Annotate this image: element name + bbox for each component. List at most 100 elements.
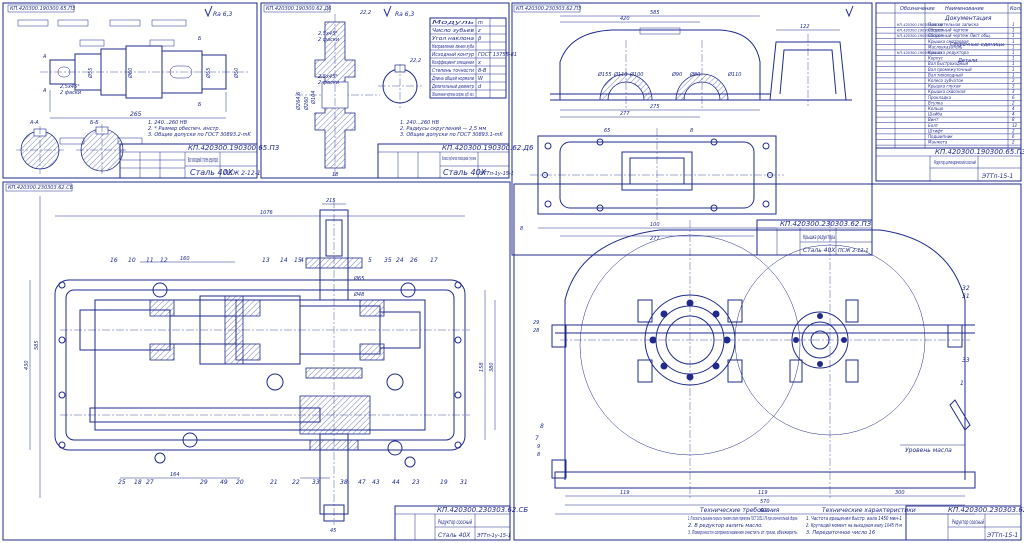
position-callout: 19 (440, 479, 448, 486)
spec-row-qty: 2 (1012, 128, 1015, 133)
param-symbol: W (478, 76, 484, 82)
svg-text:585: 585 (650, 10, 660, 16)
position-callout: 44 (392, 479, 400, 486)
spec-row-qty: 1 (1012, 72, 1015, 77)
sheet-wheel: КП.420300.190300.62.Д6 Ra 6,3 Ø264,6 Ø26… (260, 2, 534, 179)
position-callout: 8 (540, 423, 544, 430)
stamp-title: Редуктор соосный (952, 519, 984, 526)
spec-row-name: Кольцо (928, 106, 944, 111)
svg-text:29: 29 (533, 320, 539, 326)
spec-row-name: Болт (928, 123, 939, 128)
spec-row-name: Сборочный чертеж Лист общ. (928, 33, 991, 38)
spec-row-code: КП.420300.190300.65.ПЗ (897, 29, 943, 33)
spec-row-name: Пояснительная записка (928, 22, 979, 27)
svg-text:380: 380 (489, 362, 495, 372)
svg-text:585: 585 (34, 340, 40, 350)
svg-text:122: 122 (800, 24, 810, 30)
position-callout: 31 (460, 479, 468, 486)
spec-row-name: Вал тихоходный (928, 72, 963, 77)
svg-text:119: 119 (758, 490, 768, 496)
bolt-ring-right (793, 313, 847, 367)
spec-row-qty: 6 (1012, 95, 1015, 100)
stamp-group: ЭТТп-15-1 (986, 532, 1018, 539)
svg-text:277: 277 (650, 236, 660, 242)
tech-chars-title: Технические характеристики (822, 507, 916, 514)
spec-row-qty: 1 (1012, 28, 1015, 33)
stamp-title: Вал тихоходный (ступень редуктора) (188, 156, 218, 164)
svg-text:Ø55: Ø55 (87, 68, 94, 79)
svg-text:2. Крутящий момент на выходном: 2. Крутящий момент на выходном валу 1045… (806, 523, 902, 529)
stamp-code: КП.420300.230303.62.СБ (437, 506, 528, 514)
svg-text:160: 160 (180, 256, 190, 262)
position-callout: 14 (280, 257, 288, 264)
position-callout: 10 (128, 257, 136, 264)
param-symbol: d (478, 84, 482, 90)
svg-text:1. Плоскость разъема покрыть т: 1. Плоскость разъема покрыть тонким слое… (688, 516, 798, 522)
stamp-group: ПСЖ 2-12-1 (224, 170, 261, 177)
svg-text:2 фаски: 2 фаски (318, 37, 340, 43)
svg-text:Ø264,6: Ø264,6 (295, 92, 302, 111)
svg-text:570: 570 (760, 499, 770, 505)
position-callout: 7 (535, 435, 539, 442)
svg-text:Ø60: Ø60 (127, 68, 134, 79)
svg-text:1. 240...260 HB: 1. 240...260 HB (148, 120, 188, 126)
dim-length: 265 (130, 111, 142, 118)
roughness-icon (845, 5, 854, 18)
stamp-material: Сталь 40Х (803, 247, 836, 254)
spec-row-code: КП.420300.190300.65.ПЗ (897, 34, 943, 38)
svg-text:2,5х45°: 2,5х45° (318, 31, 338, 37)
spec-row-name: Вал промежуточный (928, 67, 972, 72)
hub-view: 22,2 (378, 58, 422, 108)
sheet-code: КП.420300.190300.62.Д6 (266, 6, 331, 12)
position-callout: 33 (312, 479, 320, 486)
spec-row-name: Винт (928, 117, 939, 122)
spec-row-name: Корпус (928, 56, 944, 61)
spec-row-name: Шайба (928, 112, 943, 117)
svg-text:45: 45 (330, 528, 336, 534)
svg-text:3. Передаточное число 16: 3. Передаточное число 16 (806, 530, 875, 536)
stamp-title: Редуктор соосный (438, 519, 472, 526)
spec-row-code: КП.420300.190300.65.01 (897, 51, 942, 55)
svg-text:3. Общие допуски по ГОСТ 30893: 3. Общие допуски по ГОСТ 30893.1-mK (400, 132, 503, 138)
position-callout: 20 (236, 479, 244, 486)
spec-row-qty: 12 (1012, 123, 1018, 128)
svg-text:Наименование: Наименование (945, 6, 984, 12)
spec-section-docs: Документация (944, 15, 992, 22)
svg-text:Кол.: Кол. (1010, 6, 1021, 12)
svg-text:2,5х45°: 2,5х45° (318, 74, 338, 80)
stamp-title: Колесо зубчатое тихоходной ступени (442, 156, 476, 162)
position-callout: 35 (384, 257, 392, 264)
stamp-material: Сталь 40Х (438, 532, 471, 539)
svg-text:А-А: А-А (29, 120, 39, 126)
sheet-shaft: КП.420300.190300.65.ПЗ Ra 6,3 265 Ø60 Ø5… (2, 2, 280, 179)
position-callout: 23 (412, 479, 420, 486)
spec-row-qty: 1 (1012, 56, 1015, 61)
stamp-title: Крышка редуктора (803, 234, 835, 241)
svg-text:Б-Б: Б-Б (90, 120, 99, 126)
spec-row-name: Подшипник (928, 134, 953, 139)
sheet-frame (2, 181, 511, 541)
position-callout: 32 (962, 285, 970, 292)
spec-row-name: Манжета (928, 140, 948, 145)
position-callout: 29 (200, 479, 208, 486)
spec-row-name: Втулка (928, 100, 943, 105)
svg-text:Ø48: Ø48 (353, 291, 364, 298)
sheet-assembly-plan: КП.420300.230303.62.СБ (2, 181, 528, 541)
position-callout: 25 (118, 479, 126, 486)
spec-row-name: Прокладка (928, 95, 952, 100)
param-label: Число зубьев (432, 28, 474, 34)
stamp-group: ПСЖ 2-12-1 (838, 248, 869, 254)
cover-top-view: 100 277 65 8 8 (520, 128, 784, 242)
svg-text:2. В редуктор залить масло.: 2. В редуктор залить масло. (688, 523, 763, 529)
title-block: КП.420300.190300.65.ПЗ Редуктор цилиндри… (875, 147, 1024, 182)
shaft-sections: А-А Б-Б (16, 120, 143, 176)
param-label: Коэффициент смещения (432, 60, 474, 66)
spec-row-qty: 1 (1012, 67, 1015, 72)
svg-text:Ø260: Ø260 (303, 97, 310, 111)
stamp-group: ЭТТп-1у-15-1 (479, 171, 514, 177)
roughness-icon (383, 5, 392, 18)
wheel-section: Ø264,6 Ø260 Ø104 2,5х45° 2 фаски 2,5х45°… (295, 10, 380, 178)
position-callout: 21 (270, 479, 278, 486)
svg-text:8: 8 (520, 226, 523, 232)
spec-row-qty: 1 (1012, 22, 1015, 27)
